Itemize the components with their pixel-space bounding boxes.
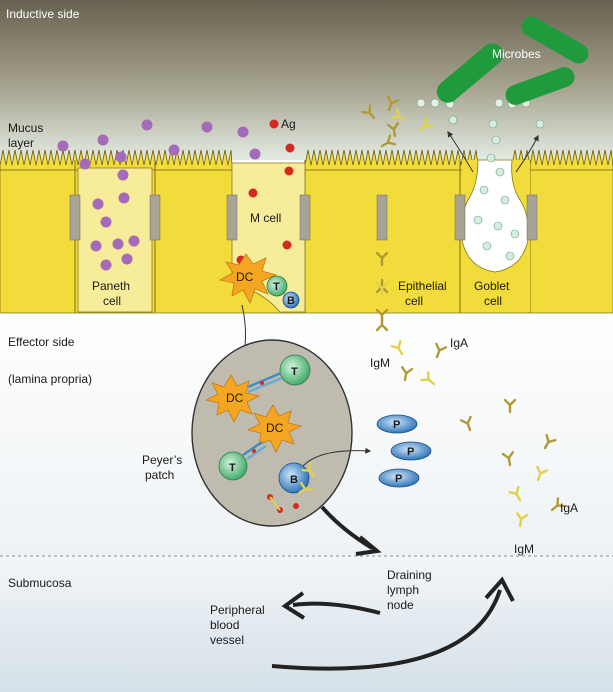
label-paneth-1: Paneth	[92, 279, 130, 293]
b-to-plasma-arrow	[302, 447, 372, 467]
label-ag: Ag	[281, 117, 296, 131]
microbe-icon	[436, 16, 589, 105]
label-igm-bottom: IgM	[514, 542, 534, 556]
label-mucus-layer-1: Mucus	[8, 121, 43, 135]
label-effector-side: Effector side	[8, 335, 75, 349]
epithelium-layer	[0, 149, 613, 314]
mucus-particles	[57, 119, 261, 271]
label-iga-bottom: IgA	[560, 501, 578, 515]
label-peripheral-3: vessel	[210, 633, 244, 647]
label-microbes: Microbes	[492, 47, 541, 61]
label-draining-2: lymph	[387, 583, 419, 597]
label-peripheral-2: blood	[210, 618, 239, 632]
label-paneth-2: cell	[103, 294, 121, 308]
dendritic-cell-icon: DC	[218, 253, 278, 304]
label-peripheral-1: Peripheral	[210, 603, 265, 617]
dc-label-m-cell: DC	[236, 270, 254, 284]
b-label-patch: B	[290, 474, 298, 486]
label-goblet-1: Goblet	[474, 279, 510, 293]
p-label-2: P	[407, 446, 414, 458]
label-epithelial-1: Epithelial	[398, 279, 447, 293]
goblet-secretion-arrow-left	[447, 131, 474, 173]
plasma-cell-icon: P P P	[376, 414, 432, 488]
t-label-patch-2: T	[229, 462, 236, 474]
t-label-patch-1: T	[291, 366, 298, 378]
arrow-icon	[271, 505, 515, 671]
label-epithelial-2: cell	[405, 294, 423, 308]
label-iga-top: IgA	[450, 336, 468, 350]
goblet-cell	[461, 159, 529, 273]
label-draining-1: Draining	[387, 568, 432, 582]
label-lamina-propria: (lamina propria)	[8, 372, 92, 386]
lumen-background	[0, 0, 613, 160]
label-igm-top: IgM	[370, 356, 390, 370]
submucosa-background	[0, 555, 613, 692]
label-mucus-layer-2: layer	[8, 136, 34, 150]
label-goblet-2: cell	[484, 294, 502, 308]
t-cell-icon: T	[266, 275, 288, 297]
label-peyers-2: patch	[145, 468, 174, 482]
label-submucosa: Submucosa	[8, 576, 72, 590]
p-label-3: P	[395, 473, 402, 485]
label-m-cell: M cell	[250, 211, 281, 225]
b-label-m-cell: B	[287, 295, 295, 307]
t-label-m-cell: T	[273, 281, 280, 293]
p-label-1: P	[393, 419, 400, 431]
label-peyers-1: Peyer’s	[142, 453, 182, 467]
label-draining-3: node	[387, 598, 414, 612]
peyers-patch: DC T DC T B	[191, 339, 353, 527]
dc-label-patch-2: DC	[266, 421, 284, 435]
label-inductive-side: Inductive side	[6, 7, 80, 21]
goblet-secretion-arrow-right	[515, 134, 539, 173]
b-cell-icon: B	[282, 291, 300, 309]
dc-label-patch-1: DC	[226, 391, 244, 405]
